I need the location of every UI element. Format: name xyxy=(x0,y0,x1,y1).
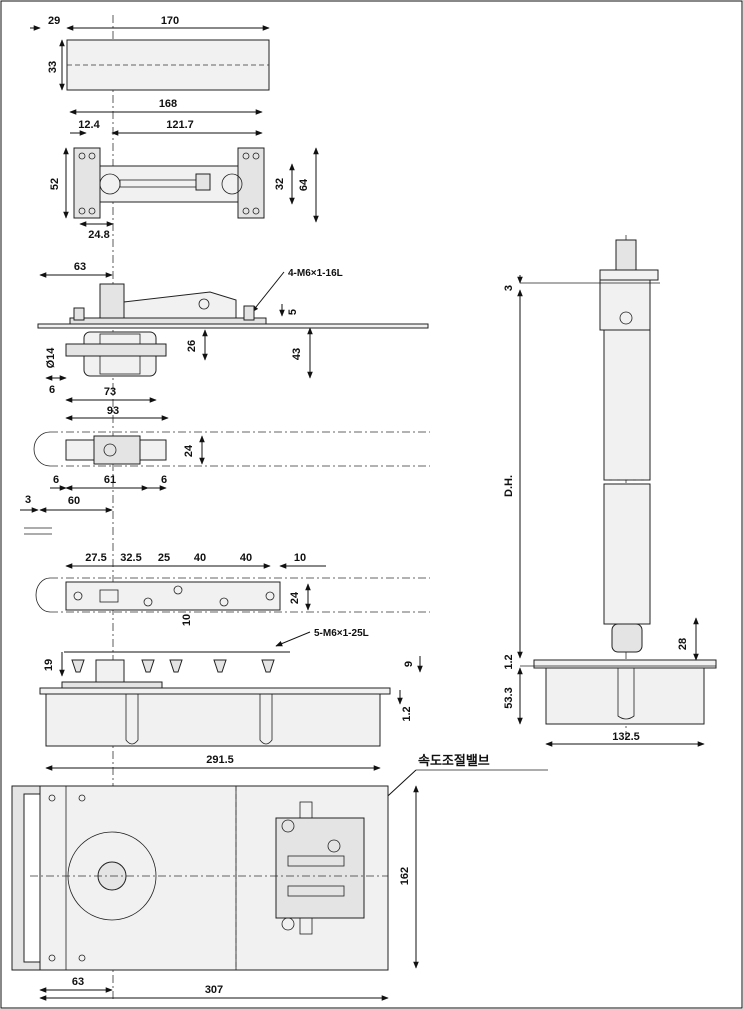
dim-10-side: 10 xyxy=(181,614,193,626)
dim-1-2-b: 1.2 xyxy=(503,654,515,669)
dim-9: 9 xyxy=(403,661,415,667)
dim-53-3: 53.3 xyxy=(503,687,515,708)
dim-162: 162 xyxy=(399,867,411,885)
dim-60: 60 xyxy=(68,495,80,507)
dim-291-5: 291.5 xyxy=(206,754,234,766)
dim-24-a: 24 xyxy=(183,444,195,457)
dim-3-b: 3 xyxy=(503,285,515,291)
dim-33: 33 xyxy=(47,61,59,73)
dim-63-top: 63 xyxy=(74,261,86,273)
dim-170: 170 xyxy=(161,15,179,27)
dim-24-8: 24.8 xyxy=(88,229,109,241)
dim-132-5: 132.5 xyxy=(612,731,640,743)
dim-10-top: 10 xyxy=(294,552,306,564)
dim-43: 43 xyxy=(291,348,303,360)
dim-40-b: 40 xyxy=(240,552,252,564)
dim-19: 19 xyxy=(43,659,55,671)
elevation-view: 3 D.H. 28 1.2 53.3 132.5 xyxy=(503,235,717,747)
callout-speed-valve: 속도조절밸브 xyxy=(418,754,490,769)
body-plan-view: 속도조절밸브 162 63 307 xyxy=(11,754,548,1001)
dim-307: 307 xyxy=(205,984,223,996)
dim-93: 93 xyxy=(107,405,119,417)
dim-27-5: 27.5 xyxy=(85,552,106,564)
callout-bolt-top: 4-M6×1-16L xyxy=(288,268,343,279)
dim-63-bottom: 63 xyxy=(72,976,84,988)
dim-12-4: 12.4 xyxy=(78,119,100,131)
dim-73: 73 xyxy=(104,386,116,398)
dim-121-7: 121.7 xyxy=(166,119,194,131)
dim-phi14: Ø14 xyxy=(45,347,57,369)
dim-61: 61 xyxy=(104,474,116,486)
dim-32: 32 xyxy=(274,178,286,190)
dim-24-b: 24 xyxy=(289,591,301,604)
dim-5: 5 xyxy=(287,309,299,315)
dim-dh: D.H. xyxy=(503,475,515,497)
dim-6-c: 6 xyxy=(161,474,167,486)
dim-1-2-a: 1.2 xyxy=(401,706,413,721)
dim-6-b: 6 xyxy=(53,474,59,486)
dim-25: 25 xyxy=(158,552,170,564)
dim-3-a: 3 xyxy=(25,494,31,506)
pivot-plan-view: 24 6 61 6 3 60 xyxy=(20,431,430,535)
body-side-view: 5-M6×1-25L 19 9 1.2 291.5 xyxy=(39,628,423,771)
dim-6-a: 6 xyxy=(49,384,55,396)
plate-plan-view: 27.5 32.5 25 40 40 10 24 10 xyxy=(35,552,430,626)
dim-28: 28 xyxy=(677,638,689,650)
dim-40-a: 40 xyxy=(194,552,206,564)
arm-side-view: 63 4-M6×1-16L 5 26 43 Ø14 6 73 93 xyxy=(37,261,429,421)
dim-52: 52 xyxy=(49,178,61,190)
dim-64: 64 xyxy=(298,178,310,191)
cover-plate-view: 170 29 33 xyxy=(30,15,270,91)
arm-plan-view: 168 12.4 121.7 52 32 64 24.8 xyxy=(49,98,319,241)
dim-32-5: 32.5 xyxy=(120,552,141,564)
callout-bolt-bottom: 5-M6×1-25L xyxy=(314,628,369,639)
dim-168: 168 xyxy=(159,98,177,110)
dim-26: 26 xyxy=(186,340,198,352)
dim-29: 29 xyxy=(48,15,60,27)
